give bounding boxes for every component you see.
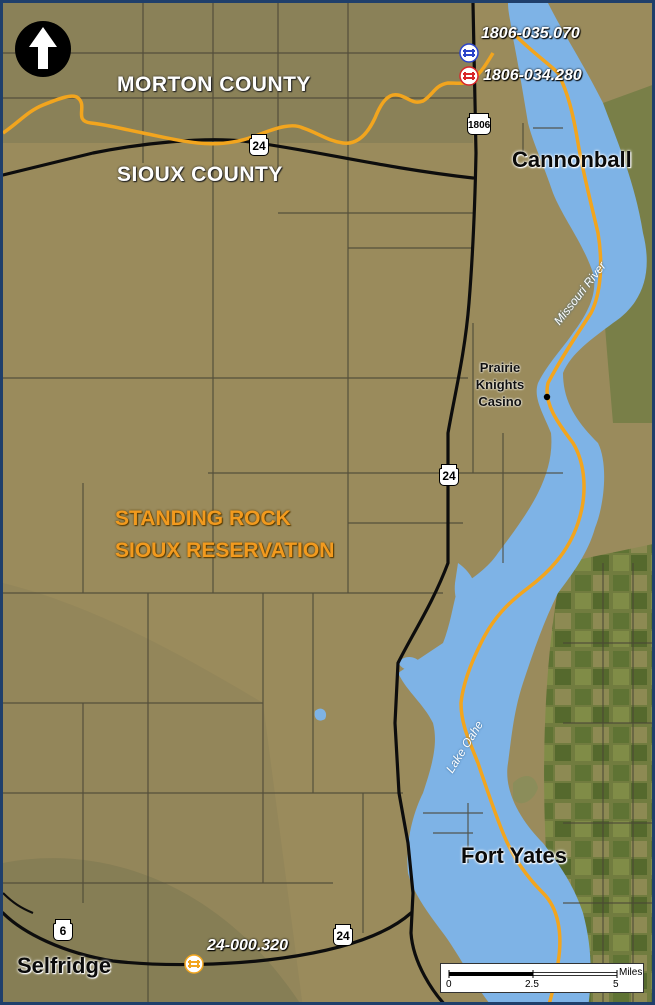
bridge-icon: [459, 43, 479, 63]
route-24-shield: 24: [249, 134, 269, 156]
reservation-label-line2: SIOUX RESERVATION: [115, 539, 335, 562]
north-arrow-glyph: [29, 27, 57, 69]
town-label-fort-yates: Fort Yates: [461, 843, 567, 868]
casino-label: Prairie Knights Casino: [471, 359, 529, 410]
reservation-label: STANDING ROCK SIOUX RESERVATION: [115, 503, 334, 567]
water-inlet: [454, 563, 478, 614]
scale-bar: Miles 0 2.5 5: [440, 963, 644, 993]
highway-1806: [393, 3, 478, 1002]
north-arrow-icon: [15, 21, 71, 77]
terrain-north-urban: [3, 3, 473, 143]
scale-tick-0: 0: [446, 979, 452, 990]
casino-point: [543, 393, 551, 401]
casino-label-line2: Knights: [475, 377, 525, 392]
route-24-shield: 24: [333, 924, 353, 946]
town-label-selfridge: Selfridge: [17, 953, 112, 978]
route-1806-shield: 1806: [467, 113, 491, 135]
casino-label-line3: Casino: [478, 394, 522, 409]
local-roads: [3, 3, 652, 1002]
bridge-icon: [184, 954, 204, 974]
bridge-id-label: 24-000.320: [207, 937, 288, 954]
water-bay: [398, 657, 421, 671]
scale-bar-graphic: [448, 970, 618, 978]
terrain-southwest-dark: [3, 858, 299, 1002]
scale-unit: Miles: [619, 967, 643, 978]
river-island: [513, 776, 538, 804]
bridge-id-label: 1806-034.280: [483, 67, 582, 84]
bridge-id-label: 1806-035.070: [481, 25, 580, 42]
bridge-icon: [459, 66, 479, 86]
reservation-boundary-river: [459, 31, 603, 1002]
county-label-morton: MORTON COUNTY: [117, 73, 311, 96]
bridge-marker[interactable]: [184, 954, 204, 979]
town-label-cannonball: Cannonball: [512, 147, 632, 172]
scale-tick-5: 5: [613, 979, 619, 990]
county-label-sioux: SIOUX COUNTY: [117, 163, 283, 186]
route-6-shield: 6: [53, 919, 73, 941]
highway-6: [3, 892, 34, 915]
casino-label-line1: Prairie: [479, 360, 521, 375]
reservation-boundary-north: [3, 52, 495, 146]
reservation-label-line1: STANDING ROCK: [115, 507, 291, 530]
scale-tick-2-5: 2.5: [525, 979, 539, 990]
map-base: [3, 3, 652, 1002]
bridge-marker[interactable]: [459, 66, 479, 91]
water-body: [398, 3, 647, 1002]
bridge-marker[interactable]: [459, 43, 479, 68]
route-24-shield: 24: [439, 464, 459, 486]
water-pond: [314, 708, 327, 721]
